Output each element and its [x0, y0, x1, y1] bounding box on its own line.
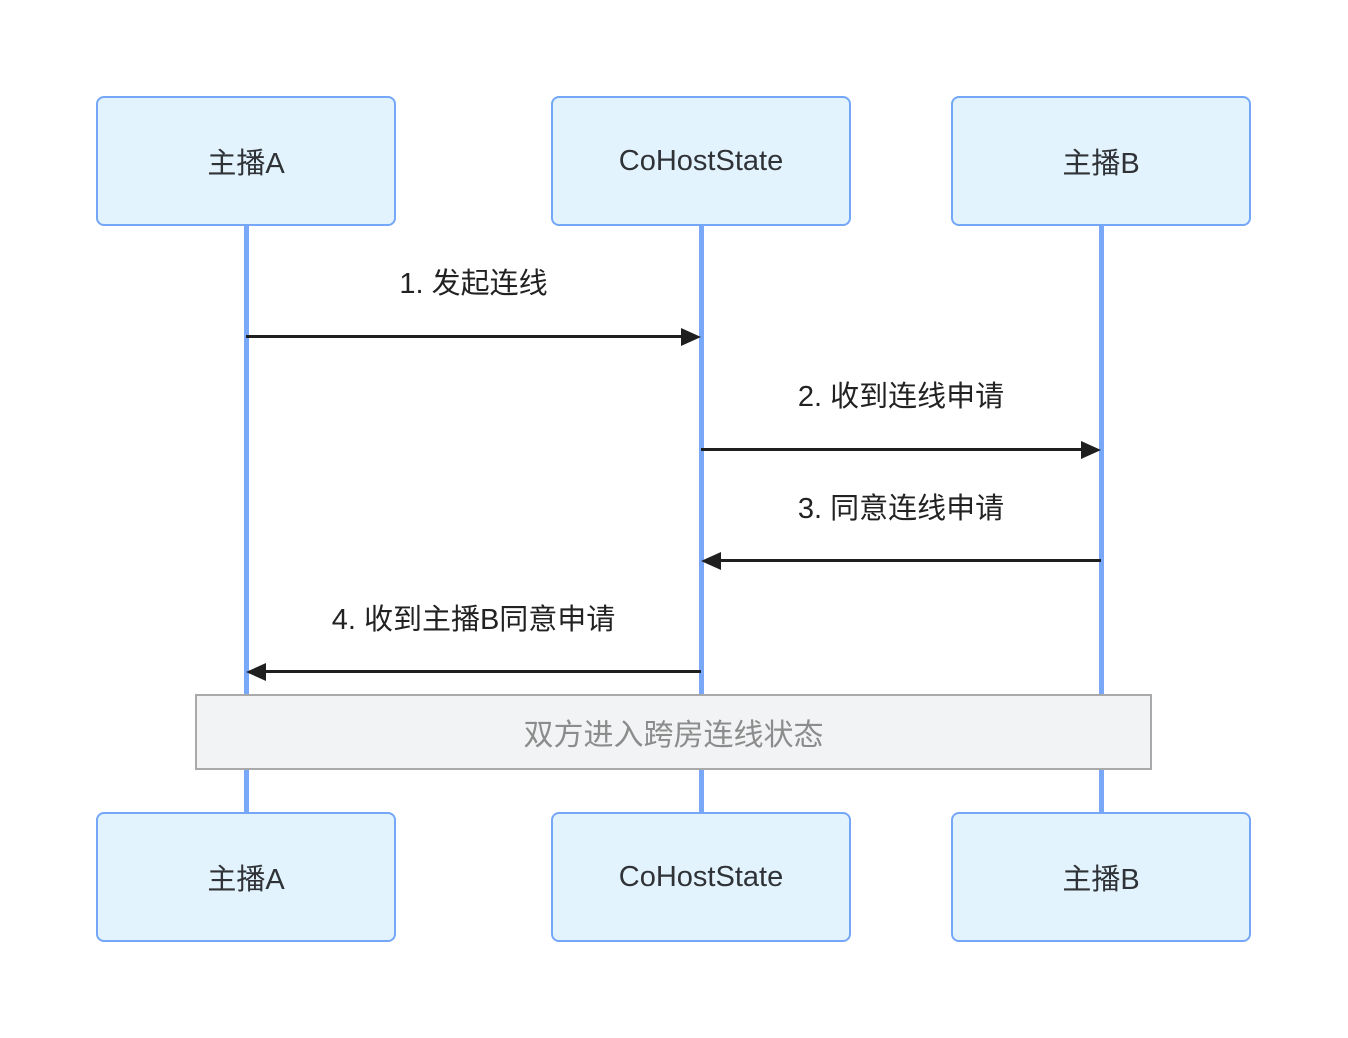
message-line-1 — [246, 335, 683, 338]
participant-label: 主播A — [207, 864, 285, 896]
arrowhead-right-icon — [681, 328, 701, 346]
message-line-2 — [701, 448, 1081, 451]
participant-host-a-top: 主播A — [96, 96, 396, 226]
message-label-2: 2. 收到连线申请 — [797, 381, 1005, 413]
note-label: 双方进入跨房连线状态 — [523, 719, 824, 752]
participant-cohoststate-bottom: CoHostState — [551, 812, 851, 942]
participant-cohoststate-top: CoHostState — [551, 96, 851, 226]
participant-label: 主播B — [1062, 864, 1140, 896]
lifeline-cohoststate — [699, 226, 704, 812]
arrowhead-left-icon — [701, 552, 721, 570]
note-banner: 双方进入跨房连线状态 — [195, 694, 1152, 770]
arrowhead-left-icon — [246, 663, 266, 681]
participant-label: 主播B — [1062, 148, 1140, 180]
participant-host-b-bottom: 主播B — [951, 812, 1251, 942]
message-label-4: 4. 收到主播B同意申请 — [331, 604, 616, 636]
participant-label: CoHostState — [618, 860, 784, 893]
participant-label: 主播A — [207, 148, 285, 180]
message-label-3: 3. 同意连线申请 — [797, 493, 1005, 525]
participant-host-b-top: 主播B — [951, 96, 1251, 226]
participant-host-a-bottom: 主播A — [96, 812, 396, 942]
message-label-1: 1. 发起连线 — [399, 268, 548, 300]
lifeline-host-a — [244, 226, 249, 812]
message-line-3 — [721, 559, 1101, 562]
arrowhead-right-icon — [1081, 441, 1101, 459]
message-line-4 — [266, 670, 701, 673]
participant-label: CoHostState — [618, 144, 784, 177]
lifeline-host-b — [1099, 226, 1104, 812]
